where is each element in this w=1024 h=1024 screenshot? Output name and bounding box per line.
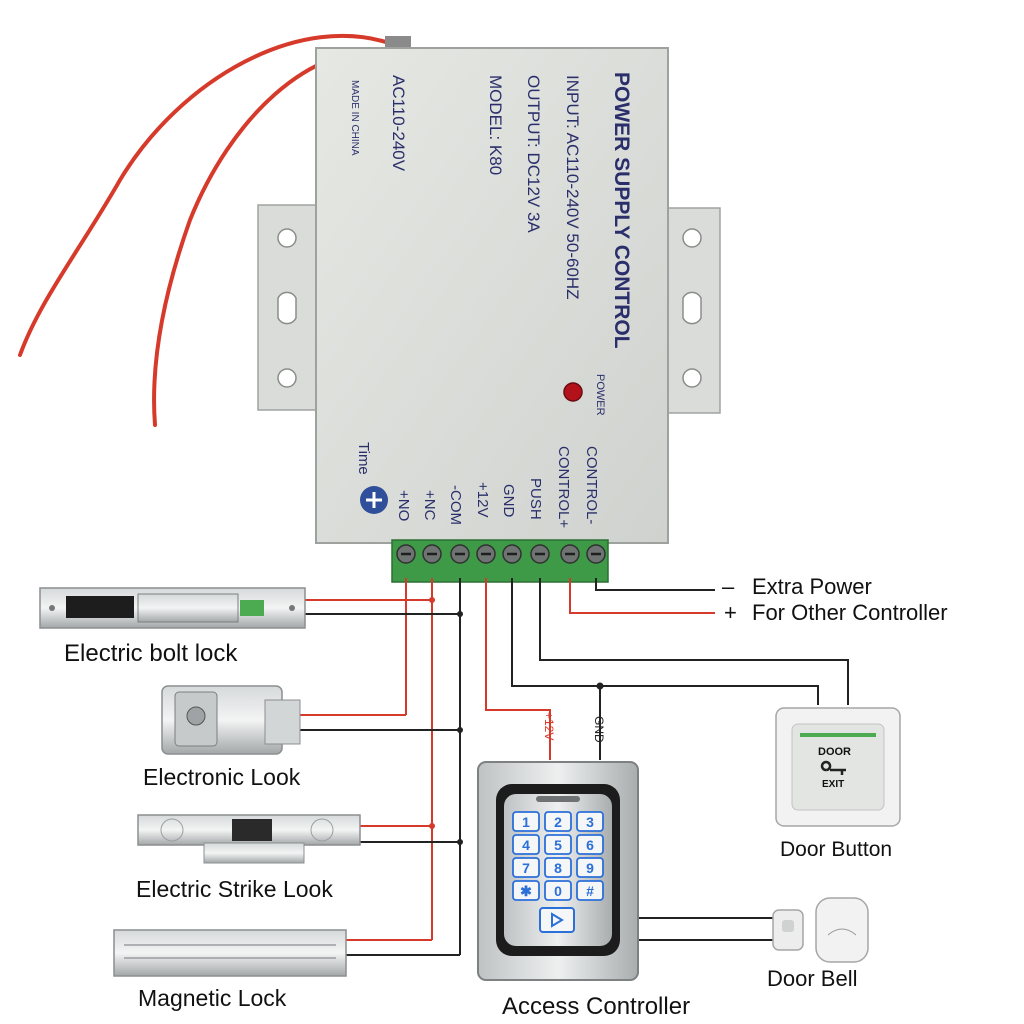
keypad-key-5 <box>576 834 604 855</box>
keypad-key-label-10: 0 <box>554 883 562 899</box>
terminal-label-no: +NO <box>395 490 412 522</box>
magnetic-lock-image <box>113 929 347 977</box>
box-ac-label: AC110-240V <box>389 75 408 172</box>
keypad-key-10 <box>544 880 572 901</box>
electronic-lock-image <box>161 685 301 755</box>
wiring <box>300 578 849 956</box>
keypad-key-2 <box>576 811 604 832</box>
other-controller-label: For Other Controller <box>752 600 948 625</box>
keypad-key-0 <box>512 811 540 832</box>
terminal-label-control-plus: CONTROL+ <box>555 446 572 529</box>
keypad-key-3 <box>512 834 540 855</box>
power-supply-box <box>315 47 669 544</box>
keypad-key-9 <box>512 880 540 901</box>
mounting-bracket-right <box>661 207 721 414</box>
keypad-key-label-6: 7 <box>522 860 530 876</box>
caption-electric-bolt-lock: Electric bolt lock <box>64 640 238 667</box>
keypad-key-1 <box>544 811 572 832</box>
terminal-label-com: -COM <box>447 485 464 525</box>
caption-door-bell: Door Bell <box>767 966 858 991</box>
terminal-label-12v: +12V <box>474 482 491 518</box>
box-title: POWER SUPPLY CONTROL <box>610 72 633 349</box>
electric-strike-lock-image <box>137 814 361 864</box>
terminal-label-control-minus: CONTROL- <box>583 446 600 525</box>
power-led <box>563 382 583 402</box>
extra-power-minus: – <box>722 574 735 599</box>
keypad-key-label-1: 2 <box>554 814 562 830</box>
door-button-text-exit: EXIT <box>822 779 845 790</box>
electric-bolt-lock-image <box>39 587 306 629</box>
time-knob-icon <box>360 486 388 514</box>
terminal-label-gnd: GND <box>500 484 517 518</box>
mains-wire-grommet <box>385 36 411 50</box>
keypad-key-label-8: 9 <box>586 860 594 876</box>
caption-magnetic-lock: Magnetic Lock <box>138 985 287 1011</box>
keypad-key-11 <box>576 880 604 901</box>
caption-door-button: Door Button <box>780 838 893 861</box>
keypad-key-6 <box>512 857 540 878</box>
power-led-label: POWER <box>594 374 606 416</box>
keypad-key-label-5: 6 <box>586 837 594 853</box>
keypad-key-8 <box>576 857 604 878</box>
keypad-key-label-7: 8 <box>554 860 562 876</box>
keypad-key-label-0: 1 <box>522 814 530 830</box>
terminal-screws <box>396 544 606 564</box>
caption-electronic-lock: Electronic Look <box>143 764 301 790</box>
box-model: MODEL: K80 <box>486 75 505 176</box>
wire-junctions <box>429 597 604 845</box>
box-input-spec: INPUT: AC110-240V 50-60HZ <box>563 75 582 300</box>
keypad-key-label-4: 5 <box>554 837 562 853</box>
keypad-key-label-2: 3 <box>586 814 594 830</box>
door-button-image <box>775 707 901 827</box>
extra-power-plus: + <box>724 600 737 625</box>
wire-label-gnd: GND <box>592 716 606 743</box>
terminal-label-push: PUSH <box>527 478 544 520</box>
terminal-label-nc: +NC <box>421 490 438 521</box>
access-controller-image: 1 2 3 4 5 6 7 8 9 ✱ 0 # <box>477 761 639 981</box>
keypad-key-label-9: ✱ <box>520 883 532 899</box>
box-made-in: MADE IN CHINA <box>349 80 360 156</box>
keypad-key-label-11: # <box>586 883 594 899</box>
caption-electric-strike-lock: Electric Strike Look <box>136 876 333 902</box>
time-label: Time <box>355 442 372 475</box>
keypad-key-label-3: 4 <box>522 837 530 853</box>
caption-access-controller: Access Controller <box>502 993 691 1020</box>
wire-label-12v: +12V <box>542 712 556 741</box>
box-output-spec: OUTPUT: DC12V 3A <box>524 75 543 233</box>
keypad: 1 2 3 4 5 6 7 8 9 ✱ 0 # <box>512 811 604 901</box>
mounting-bracket-left <box>257 204 323 411</box>
keypad-key-4 <box>544 834 572 855</box>
keypad-key-7 <box>544 857 572 878</box>
extra-power-label: Extra Power <box>752 574 872 599</box>
door-bell-image <box>772 897 869 963</box>
door-button-text-door: DOOR <box>818 746 851 758</box>
